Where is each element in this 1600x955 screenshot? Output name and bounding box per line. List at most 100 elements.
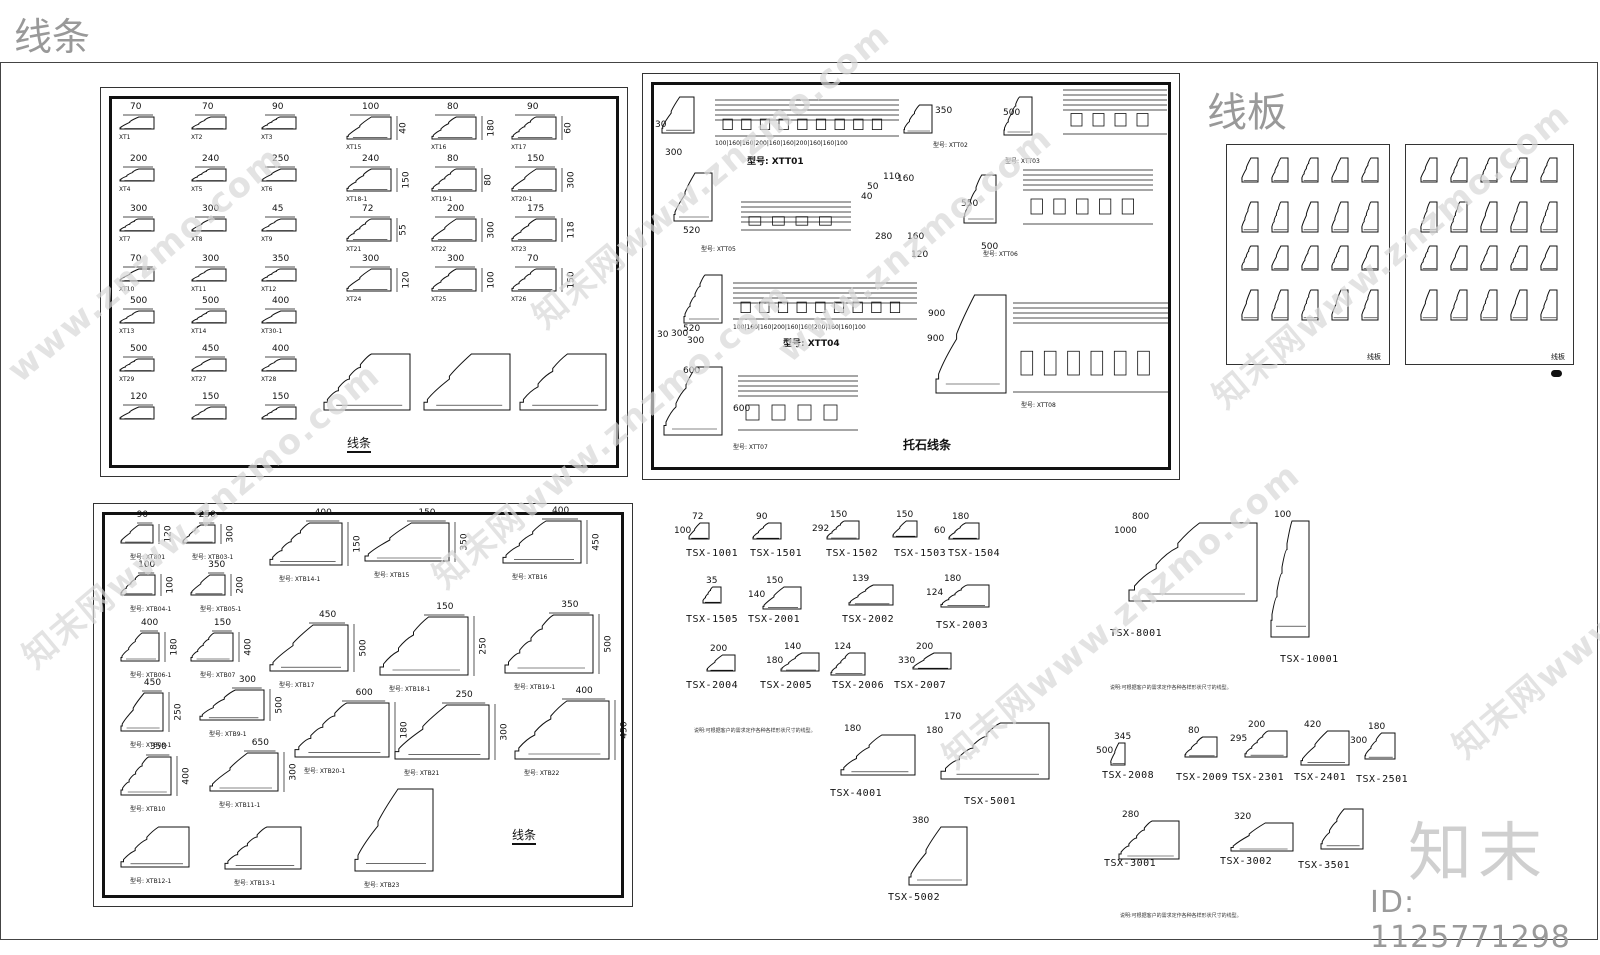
panel-a-dim-line — [195, 114, 225, 116]
panel-a-profile — [261, 358, 297, 372]
panel-c-left-profile — [1271, 245, 1289, 271]
panel-a-dim-line — [561, 116, 563, 140]
panel-a-dim-value: 120 — [401, 271, 412, 289]
tsx-profile — [908, 826, 968, 886]
panel-b-dim-value: 900 — [928, 309, 946, 319]
tsx-profile — [1230, 822, 1294, 852]
panel-d-code: 型号: XTB14-1 — [279, 576, 321, 583]
panel-a-dim-value: 200 — [130, 154, 148, 164]
panel-c-sheet-left: 线板 — [1226, 144, 1390, 365]
panel-c-left-profile — [1331, 157, 1349, 183]
panel-b-code: 型号: XTT03 — [1005, 158, 1040, 165]
panel-c-left-profile — [1301, 245, 1319, 271]
tsx-note-2: 说明:可根据客户的需求定作各种各样形状尺寸的线型。 — [1110, 685, 1232, 691]
tsx-dim-value: 100 — [674, 526, 692, 536]
panel-d-border — [102, 512, 624, 898]
panel-d-code: 型号: XTB10 — [130, 806, 166, 813]
panel-d-dim-value: 300 — [225, 525, 236, 543]
panel-a-dim-value: 175 — [527, 204, 545, 214]
panel-a-profile — [191, 406, 227, 420]
panel-d-dim-value: 500 — [274, 696, 285, 714]
panel-d-dim-value: 200 — [235, 576, 246, 594]
panel-c-left-profile — [1241, 201, 1259, 233]
tsx-dim-value: 150 — [830, 510, 848, 520]
tsx-model-label: TSX-2009 — [1176, 772, 1229, 783]
panel-a-code: XT14 — [191, 328, 207, 335]
corbel-profile — [935, 294, 1007, 394]
panel-b-border — [651, 82, 1171, 470]
panel-a-dim-value: 150 — [202, 392, 220, 402]
drawing-frame — [0, 62, 1598, 940]
tsx-model-label: TSX-10001 — [1280, 654, 1339, 665]
panel-b-section-label: 托石线条 — [903, 438, 952, 452]
panel-d-code: 型号: XTB11-1 — [219, 802, 261, 809]
panel-d-profile — [502, 520, 582, 564]
panel-d-dim-line — [220, 524, 222, 544]
panel-a-dim-line — [350, 166, 390, 168]
panel-d-dim-line — [442, 702, 486, 704]
tsx-profile — [1364, 732, 1396, 760]
panel-a-dim-line — [265, 166, 295, 168]
panel-a-dim-line — [515, 266, 555, 268]
panel-d-dim-line — [454, 522, 456, 562]
panel-d-dim-line — [309, 622, 345, 624]
panel-d-dim-line — [407, 520, 446, 522]
panel-a-code: XT27 — [191, 376, 207, 383]
panel-a-profile — [191, 218, 227, 232]
panel-d-profile — [224, 826, 302, 870]
tsx-profile — [1110, 742, 1126, 766]
page-title: 线条 — [14, 15, 91, 59]
panel-b-dim-value: 30 — [657, 330, 669, 340]
tsx-dim-value: 180 — [766, 656, 784, 666]
panel-d-dim-line — [269, 689, 271, 721]
corbel-profile — [1003, 96, 1033, 136]
panel-a-dim-value: 150 — [527, 154, 545, 164]
panel-a-dim-value: 180 — [486, 119, 497, 137]
panel-a-profile — [191, 168, 227, 182]
tsx-profile — [702, 586, 722, 604]
panel-a-code: XT24 — [346, 296, 362, 303]
panel-a-dim-value: 70 — [130, 102, 142, 112]
panel-c-left-profile — [1301, 289, 1319, 321]
panel-a-dim-value: 72 — [362, 204, 374, 214]
panel-c-right-profile — [1540, 157, 1558, 183]
tsx-dim-value: 150 — [896, 510, 914, 520]
tsx-dim-value: 200 — [916, 642, 934, 652]
tsx-model-label: TSX-2005 — [760, 680, 813, 691]
tsx-dim-value: 180 — [952, 512, 970, 522]
panel-a-dim-line — [435, 114, 475, 116]
panel-d-code: 型号: XTB13-1 — [234, 880, 276, 887]
panel-d-dim-line — [140, 630, 158, 632]
tsx-dim-value: 295 — [1230, 734, 1248, 744]
panel-a-dim-value: 90 — [272, 102, 284, 112]
panel-c-right-profile — [1420, 201, 1438, 233]
panel-d-section-label: 线条 — [512, 826, 537, 845]
panel-d-profile — [504, 614, 594, 674]
panel-c-right-profile — [1480, 245, 1498, 271]
tsx-dim-value: 800 — [1132, 512, 1150, 522]
tsx-model-label: TSX-1504 — [948, 548, 1001, 559]
panel-a-profile — [431, 116, 477, 140]
panel-b-dim-value: 520 — [683, 226, 701, 236]
panel-a-dim-line — [396, 268, 398, 292]
panel-d-dim-value: 150 — [352, 535, 363, 553]
panel-d-code: 型号: XTB08-1 — [130, 742, 172, 749]
panel-d-dim-line — [164, 632, 166, 662]
panel-d-dim-value: 300 — [238, 675, 257, 685]
panel-a-dim-value: 300 — [130, 204, 148, 214]
panel-a-dim-line — [123, 308, 153, 310]
tsx-dim-value: 124 — [926, 588, 944, 598]
panel-d-code: 型号: XTB07 — [200, 672, 236, 679]
panel-a-code: XT16 — [431, 144, 447, 151]
tsx-dim-value: 320 — [1234, 812, 1252, 822]
tsx-dim-value: 90 — [756, 512, 768, 522]
panel-a-dim-value: 45 — [272, 204, 284, 214]
panel-d-profile — [294, 702, 390, 758]
tsx-dim-value: 420 — [1304, 720, 1322, 730]
panel-a-dim-value: 70 — [202, 102, 214, 112]
tsx-dim-value: 140 — [784, 642, 802, 652]
panel-d-dim-value: 250 — [478, 637, 489, 655]
